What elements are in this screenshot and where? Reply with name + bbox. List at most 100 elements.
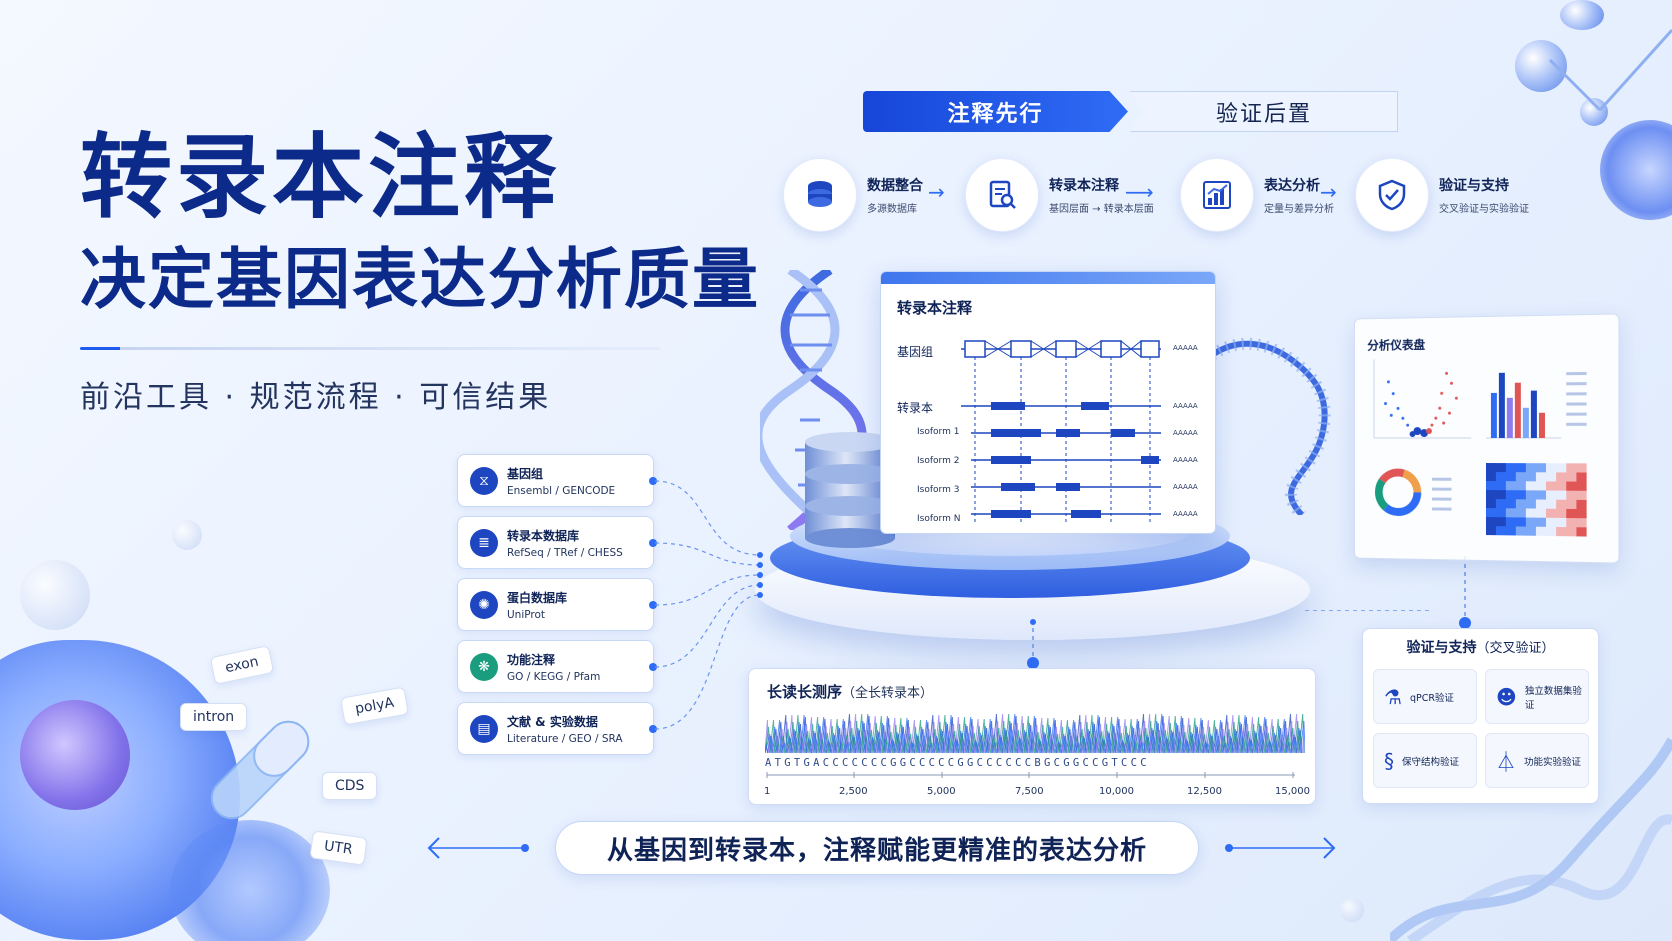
heatmap-cell [1525,526,1536,536]
polya-label: AAAAA [1173,429,1198,437]
heatmap-cell [1525,463,1536,473]
axis-tick: 12,500 [1187,786,1222,797]
validation-panel: 验证与支持（交叉验证） ⚗ qPCR验证 ☻ 独立数据集验证 § 保守结构验证 … [1362,628,1599,804]
isoform-label: Isoform 2 [917,456,960,466]
dna-helix-decor [1390,737,1672,941]
tagline: 前沿工具 · 规范流程 · 可信结果 [80,380,552,415]
heatmap-cell [1525,517,1536,527]
sequence-axis [766,772,1295,778]
heatmap-cell [1515,517,1526,527]
heatmap-cell [1505,463,1516,473]
ribbon-annotation-first: 注释先行 [863,91,1128,132]
heatmap-cell [1485,490,1496,500]
heatmap-cell [1566,463,1577,473]
heatmap-cell [1535,463,1546,473]
transcript-annotation-panel: 转录本注释 基因组 转录本 Isoform 1 Isoform 2 Isofor… [880,271,1216,534]
validation-title: 验证与支持（交叉验证） [1363,637,1598,657]
heatmap-cell [1515,499,1526,509]
bubble [20,560,90,630]
heatmap-cell [1495,517,1506,527]
step-transcript-annotation: 转录本注释 基因层面 → 转录本层面 [965,158,1154,232]
validation-qpcr: ⚗ qPCR验证 [1373,669,1477,724]
heatmap-cell [1545,472,1557,482]
heatmap-cell [1495,472,1506,482]
dashboard-title: 分析仪表盘 [1367,337,1426,353]
heatmap-cell [1556,499,1567,509]
heatmap-cell [1576,499,1587,510]
heatmap-cell [1525,499,1536,509]
tag-cds: CDS [322,772,378,800]
source-connectors [654,480,763,730]
step-title: 转录本注释 [1049,178,1119,194]
polya-label: AAAAA [1173,483,1198,491]
heatmap-cell [1545,526,1557,537]
axis-tick: 5,000 [927,786,956,797]
microscope-icon: ⚗ [1384,684,1402,709]
heatmap-cell [1495,499,1506,509]
arrow-right-icon: ⟶ [1125,180,1154,204]
ribbon-validation-after: 验证后置 [1130,91,1398,132]
validation-title-text: 验证与支持 [1406,640,1477,656]
heatmap-cell [1576,509,1587,519]
isoform-label: Isoform 3 [917,485,960,495]
heatmap-cell [1495,463,1506,473]
axis-tick: 1 [764,786,771,797]
heatmap-cell [1485,499,1496,509]
heatmap-cell [1545,517,1557,527]
source-sub: Ensembl / GENCODE [507,484,616,497]
protein-icon: ✺ [470,590,498,619]
connector-dot [649,601,657,609]
chromatogram-channel [765,713,1305,754]
heatmap-cell [1485,481,1496,491]
bubble [172,520,202,550]
capsule-illustration [210,720,310,820]
document-icon: ▤ [470,714,498,743]
heatmap-cell [1566,499,1577,510]
long-read-sequencing-panel: 长读长测序（全长转录本） ATGTGACCCCCCCGGCCCCCGGCCCCC… [748,668,1316,805]
axis-tick: 10,000 [1099,786,1134,797]
heatmap-cell [1566,527,1577,537]
chromatogram-trace [765,713,1305,754]
step-data-integration: 数据整合 多源数据库 [783,158,923,232]
heatmap-cell [1535,481,1546,491]
heatmap-cell [1485,526,1496,536]
analysis-dashboard: 分析仪表盘 [1353,313,1620,564]
heatmap-cell [1505,472,1516,482]
heatmap-cell [1485,463,1496,473]
step-title: 表达分析 [1264,178,1320,194]
polya-label: AAAAA [1173,344,1198,352]
heatmap-cell [1515,481,1526,491]
heatmap-cell [1556,472,1567,482]
connector-dot [649,725,657,733]
gene-structure-diagram [961,340,1161,522]
source-title: 蛋白数据库 [507,590,568,605]
source-sub: Literature / GEO / SRA [507,732,623,745]
cell-illustration [1600,120,1672,220]
heatmap-cell [1505,499,1516,509]
heatmap-cell [1545,490,1557,500]
heatmap-cell [1525,508,1536,518]
validation-label: 保守结构验证 [1402,756,1460,768]
axis-tick: 15,000 [1275,786,1310,797]
dashboard-charts [1364,351,1587,537]
isoform-label: Isoform N [917,514,961,524]
heatmap-cell [1505,508,1516,518]
heatmap-cell [1576,481,1587,491]
connector-dot [649,539,657,547]
heatmap-cell [1556,490,1567,500]
heatmap-cell [1495,526,1506,536]
bottom-banner: 从基因到转录本，注释赋能更精准的表达分析 [555,821,1199,875]
dna-icon: § [1384,748,1394,773]
heatmap-cell [1556,508,1567,519]
step-title: 数据整合 [867,178,923,194]
source-sub: GO / KEGG / Pfam [507,670,601,683]
heatmap-cell [1535,490,1546,500]
panel-title: 转录本注释 [897,299,973,317]
gear-flower-icon: ❋ [470,652,498,681]
heatmap-cell [1535,472,1546,482]
heatmap-cell [1505,526,1516,536]
flask-icon: ⏃ [1496,750,1516,774]
tag-polya: polyA [340,686,410,726]
source-title: 基因组 [507,466,544,481]
